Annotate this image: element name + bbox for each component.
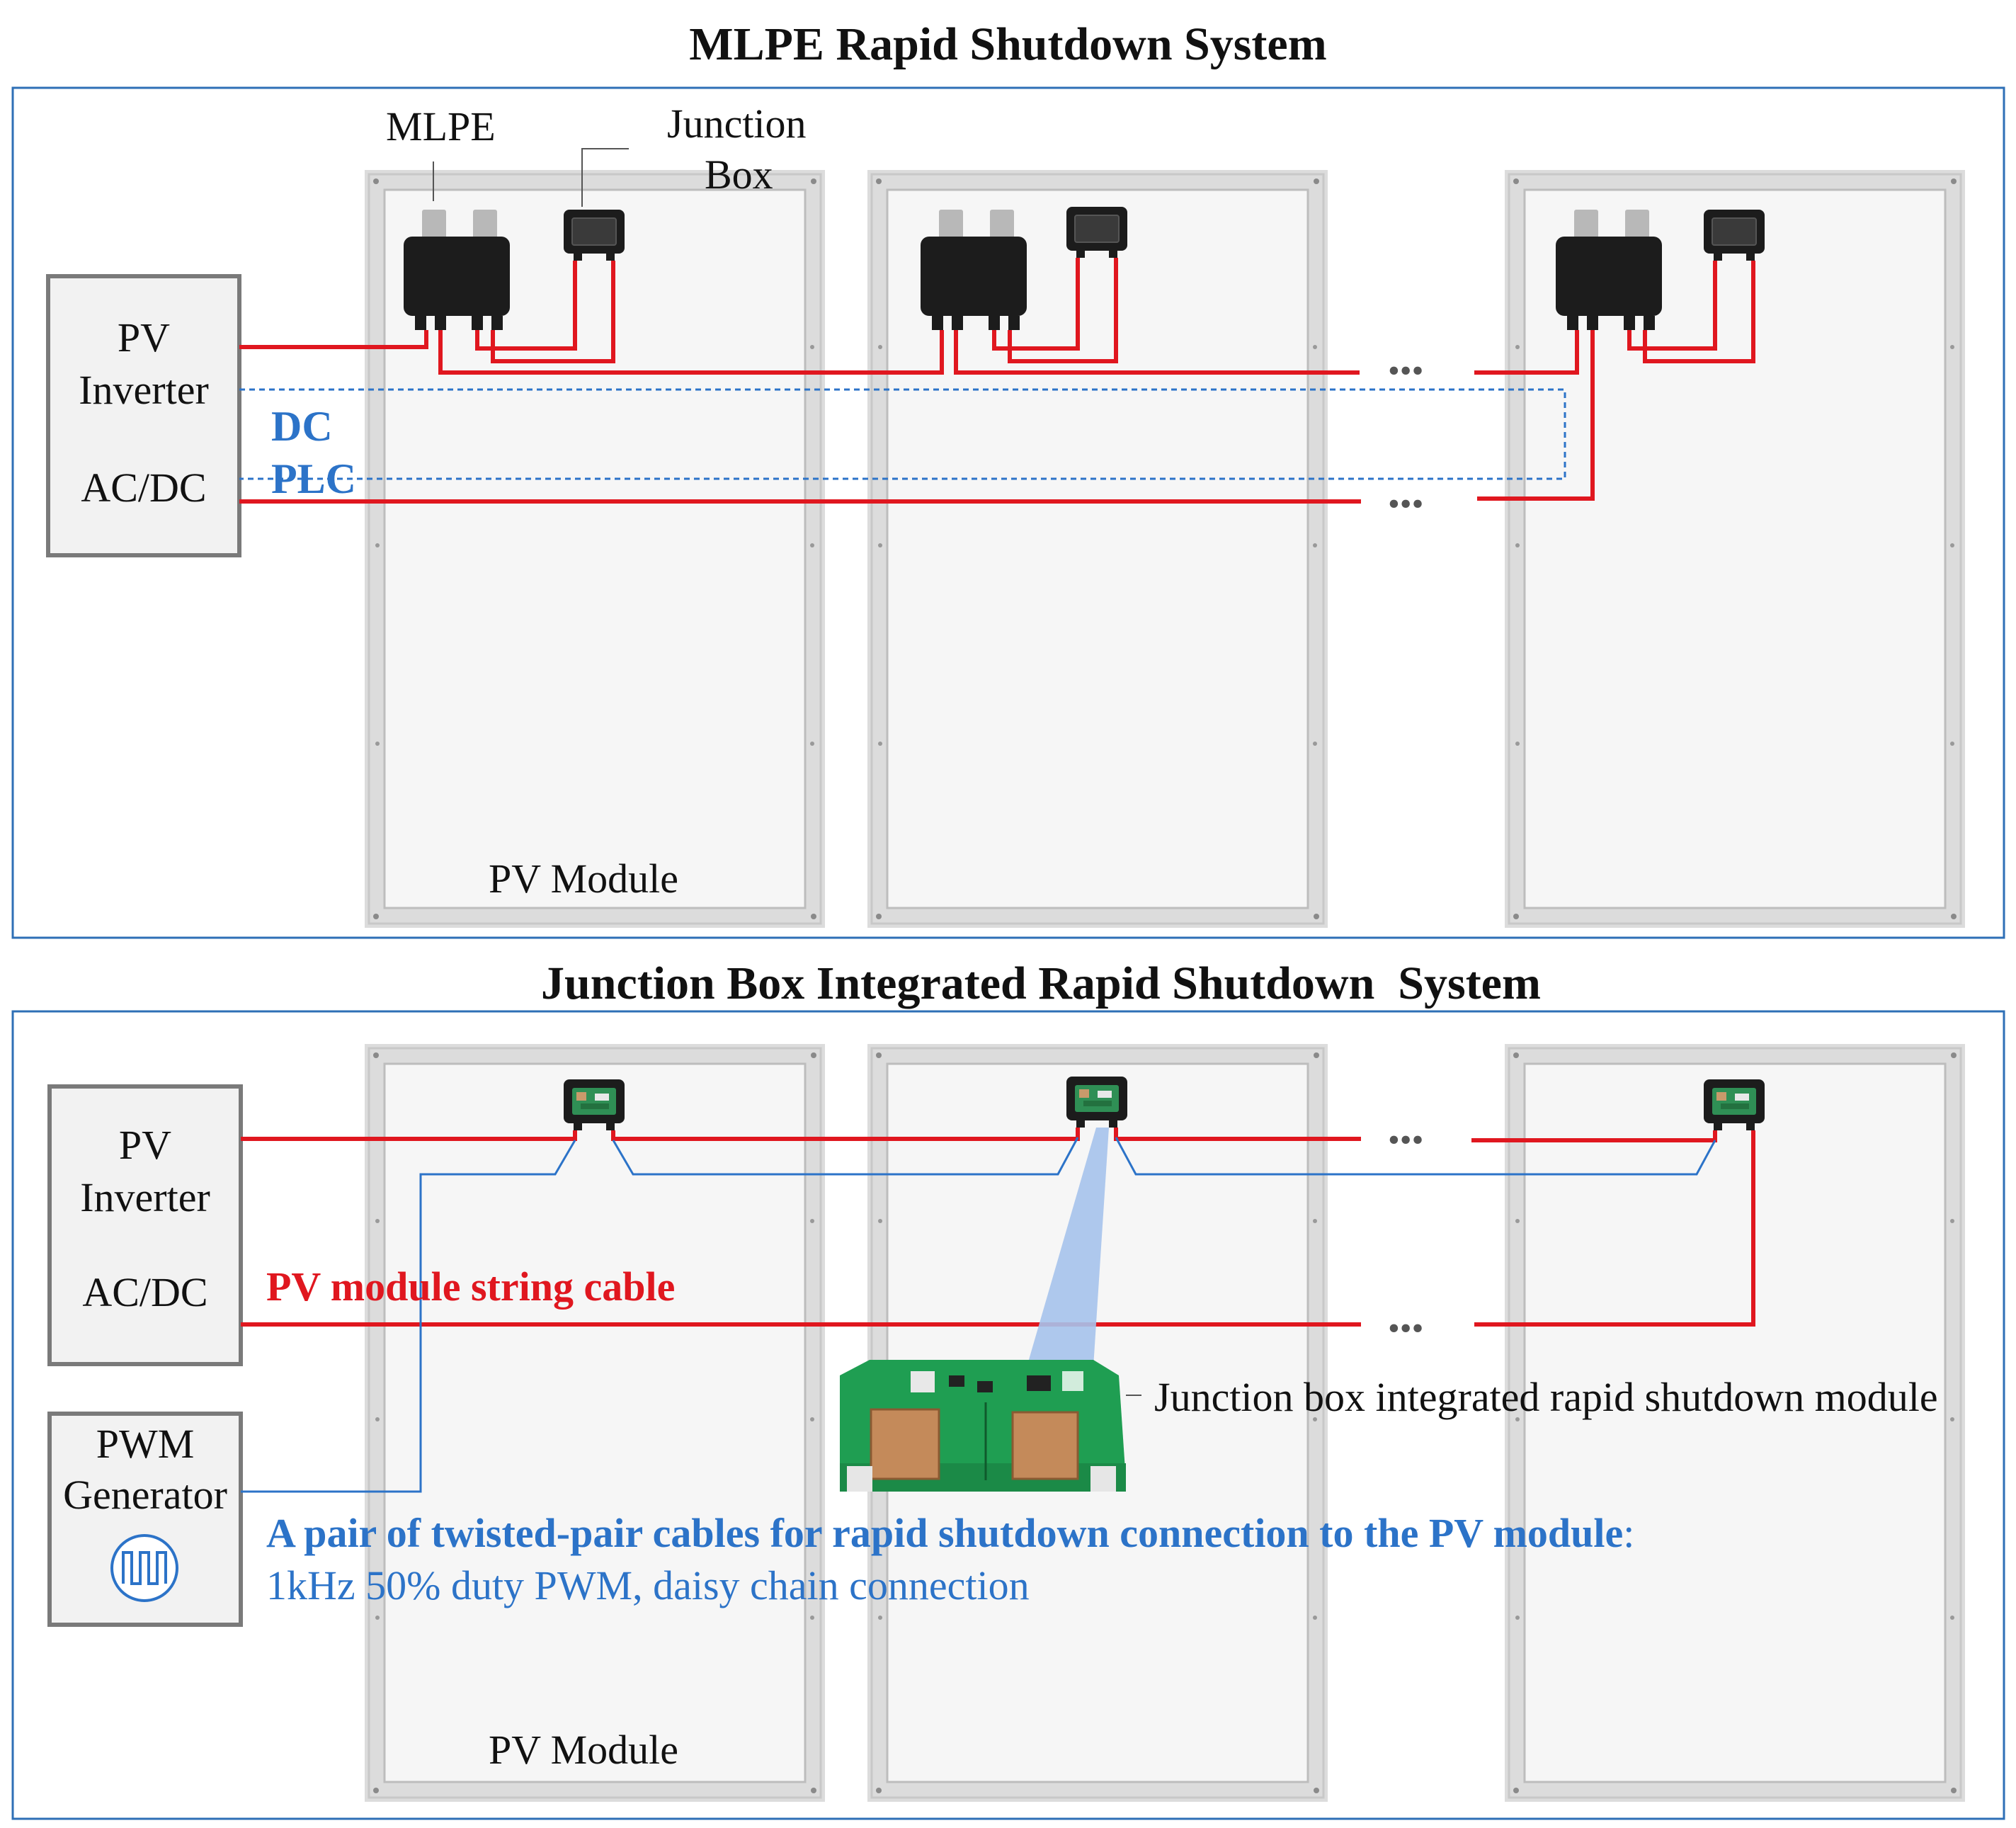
power-cable [954,330,1360,375]
power-cable [491,261,615,363]
twisted-pair-label-text: A pair of twisted-pair cables for rapid … [266,1510,1624,1556]
bottom-panel-title: Junction Box Integrated Rapid Shutdown S… [541,958,1541,1009]
pv-inverter-label: AC/DC [82,1269,208,1315]
pv-string-cable [241,1130,577,1141]
power-cable [1474,330,1579,375]
pcb-board-icon [840,1360,1126,1492]
ellipsis: ••• [1388,1310,1424,1347]
bottom-panel-frame [11,1010,2005,1820]
plc-label: PLC [271,455,356,502]
top-panel-frame [11,86,2005,939]
square-wave-icon [110,1534,178,1602]
pv-string-cable [1474,1130,1755,1327]
pv-module-label: PV Module [489,856,679,902]
ellipsis: ••• [1388,352,1424,390]
power-cable [475,261,577,351]
rsd-module-label: Junction box integrated rapid shutdown m… [1154,1374,1938,1420]
junction-box-label: Box [705,152,773,198]
top-panel-title: MLPE Rapid Shutdown System [689,18,1327,70]
twisted-pair-label: A pair of twisted-pair cables for rapid … [266,1513,1634,1554]
pwm-spec-label: 1kHz 50% duty PWM, daisy chain connectio… [266,1562,1030,1608]
pwm-generator-label: PWM [96,1421,195,1467]
ellipsis: ••• [1388,1121,1424,1159]
zoom-beam [1027,1128,1109,1367]
pv-inverter-box [47,1084,243,1366]
twisted-pair-signal-line [241,1140,576,1493]
pwm-generator-box [47,1412,243,1627]
pv-inverter-label: Inverter [80,1174,210,1220]
pv-module-label: PV Module [489,1727,679,1773]
power-cable [992,258,1080,351]
pv-inverter-label: PV [118,1122,172,1168]
pwm-generator-label: Generator [63,1472,227,1518]
string-cable-label: PV module string cable [266,1264,676,1310]
ellipsis: ••• [1388,485,1424,523]
power-cable [438,330,944,375]
junction-box-label: Junction [667,101,807,147]
pv-inverter-label: AC/DC [81,465,207,511]
twisted-pair-signal-line [1115,1137,1716,1176]
power-cable [1643,261,1755,363]
mlpe-label: MLPE [386,103,496,149]
dc-plc-signal-line [239,388,1566,480]
pv-inverter-label: Inverter [79,367,209,413]
power-cable [1477,330,1595,501]
power-cable [239,330,428,349]
power-cable [1008,258,1118,363]
power-cable [1627,261,1717,351]
pv-inverter-box [46,274,241,557]
pv-string-cable [611,1128,1080,1141]
junction-box-leader-line [581,148,629,207]
dc-label: DC [271,403,333,450]
twisted-pair-signal-line [612,1137,1079,1176]
twisted-pair-label-colon: : [1623,1510,1635,1556]
pv-inverter-label: PV [117,314,171,361]
